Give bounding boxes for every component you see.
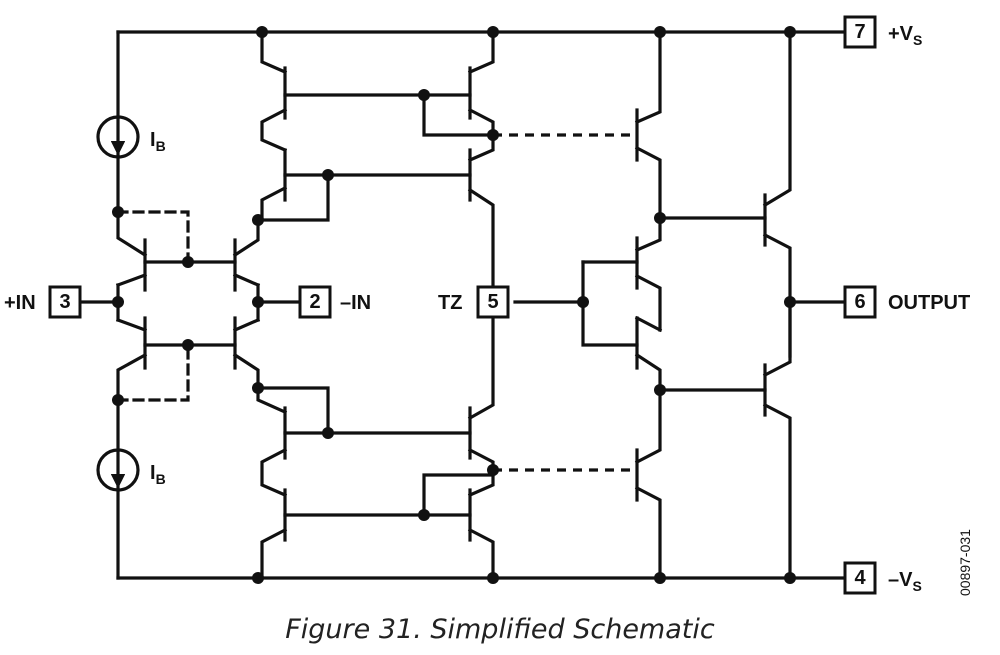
- pin-7-label: +VS: [888, 23, 922, 48]
- current-source-bottom: [96, 448, 140, 492]
- svg-text:2: 2: [309, 291, 320, 313]
- pin-6-label: OUTPUT: [888, 292, 970, 314]
- svg-text:6: 6: [854, 291, 865, 313]
- output-stage: [581, 30, 847, 580]
- pin-5-label: TZ: [438, 292, 462, 314]
- svg-text:3: 3: [59, 291, 70, 313]
- current-source-top: [96, 115, 140, 159]
- lower-mirror: [256, 300, 495, 580]
- current-source-label-bottom: IB: [150, 462, 166, 487]
- figure-code: 00897-031: [957, 529, 973, 596]
- figure-caption: Figure 31. Simplified Schematic: [285, 614, 715, 645]
- pin-2-label: –IN: [340, 292, 371, 314]
- svg-text:5: 5: [487, 291, 498, 313]
- current-source-label-top: IB: [150, 129, 166, 154]
- pin-3: 3: [48, 285, 82, 319]
- svg-text:4: 4: [854, 567, 866, 589]
- pin-6: 6: [843, 285, 877, 319]
- pin-4: 4: [843, 561, 877, 595]
- upper-mirror: [260, 30, 495, 304]
- supply-rails: [116, 30, 847, 580]
- pin-4-label: –VS: [888, 569, 922, 594]
- pin-5: 5: [476, 285, 510, 319]
- pin-3-label: +IN: [4, 292, 36, 314]
- pin-2: 2: [298, 285, 332, 319]
- pin-7: 7: [843, 15, 877, 49]
- junction-dots: [112, 26, 796, 584]
- svg-text:7: 7: [854, 21, 865, 43]
